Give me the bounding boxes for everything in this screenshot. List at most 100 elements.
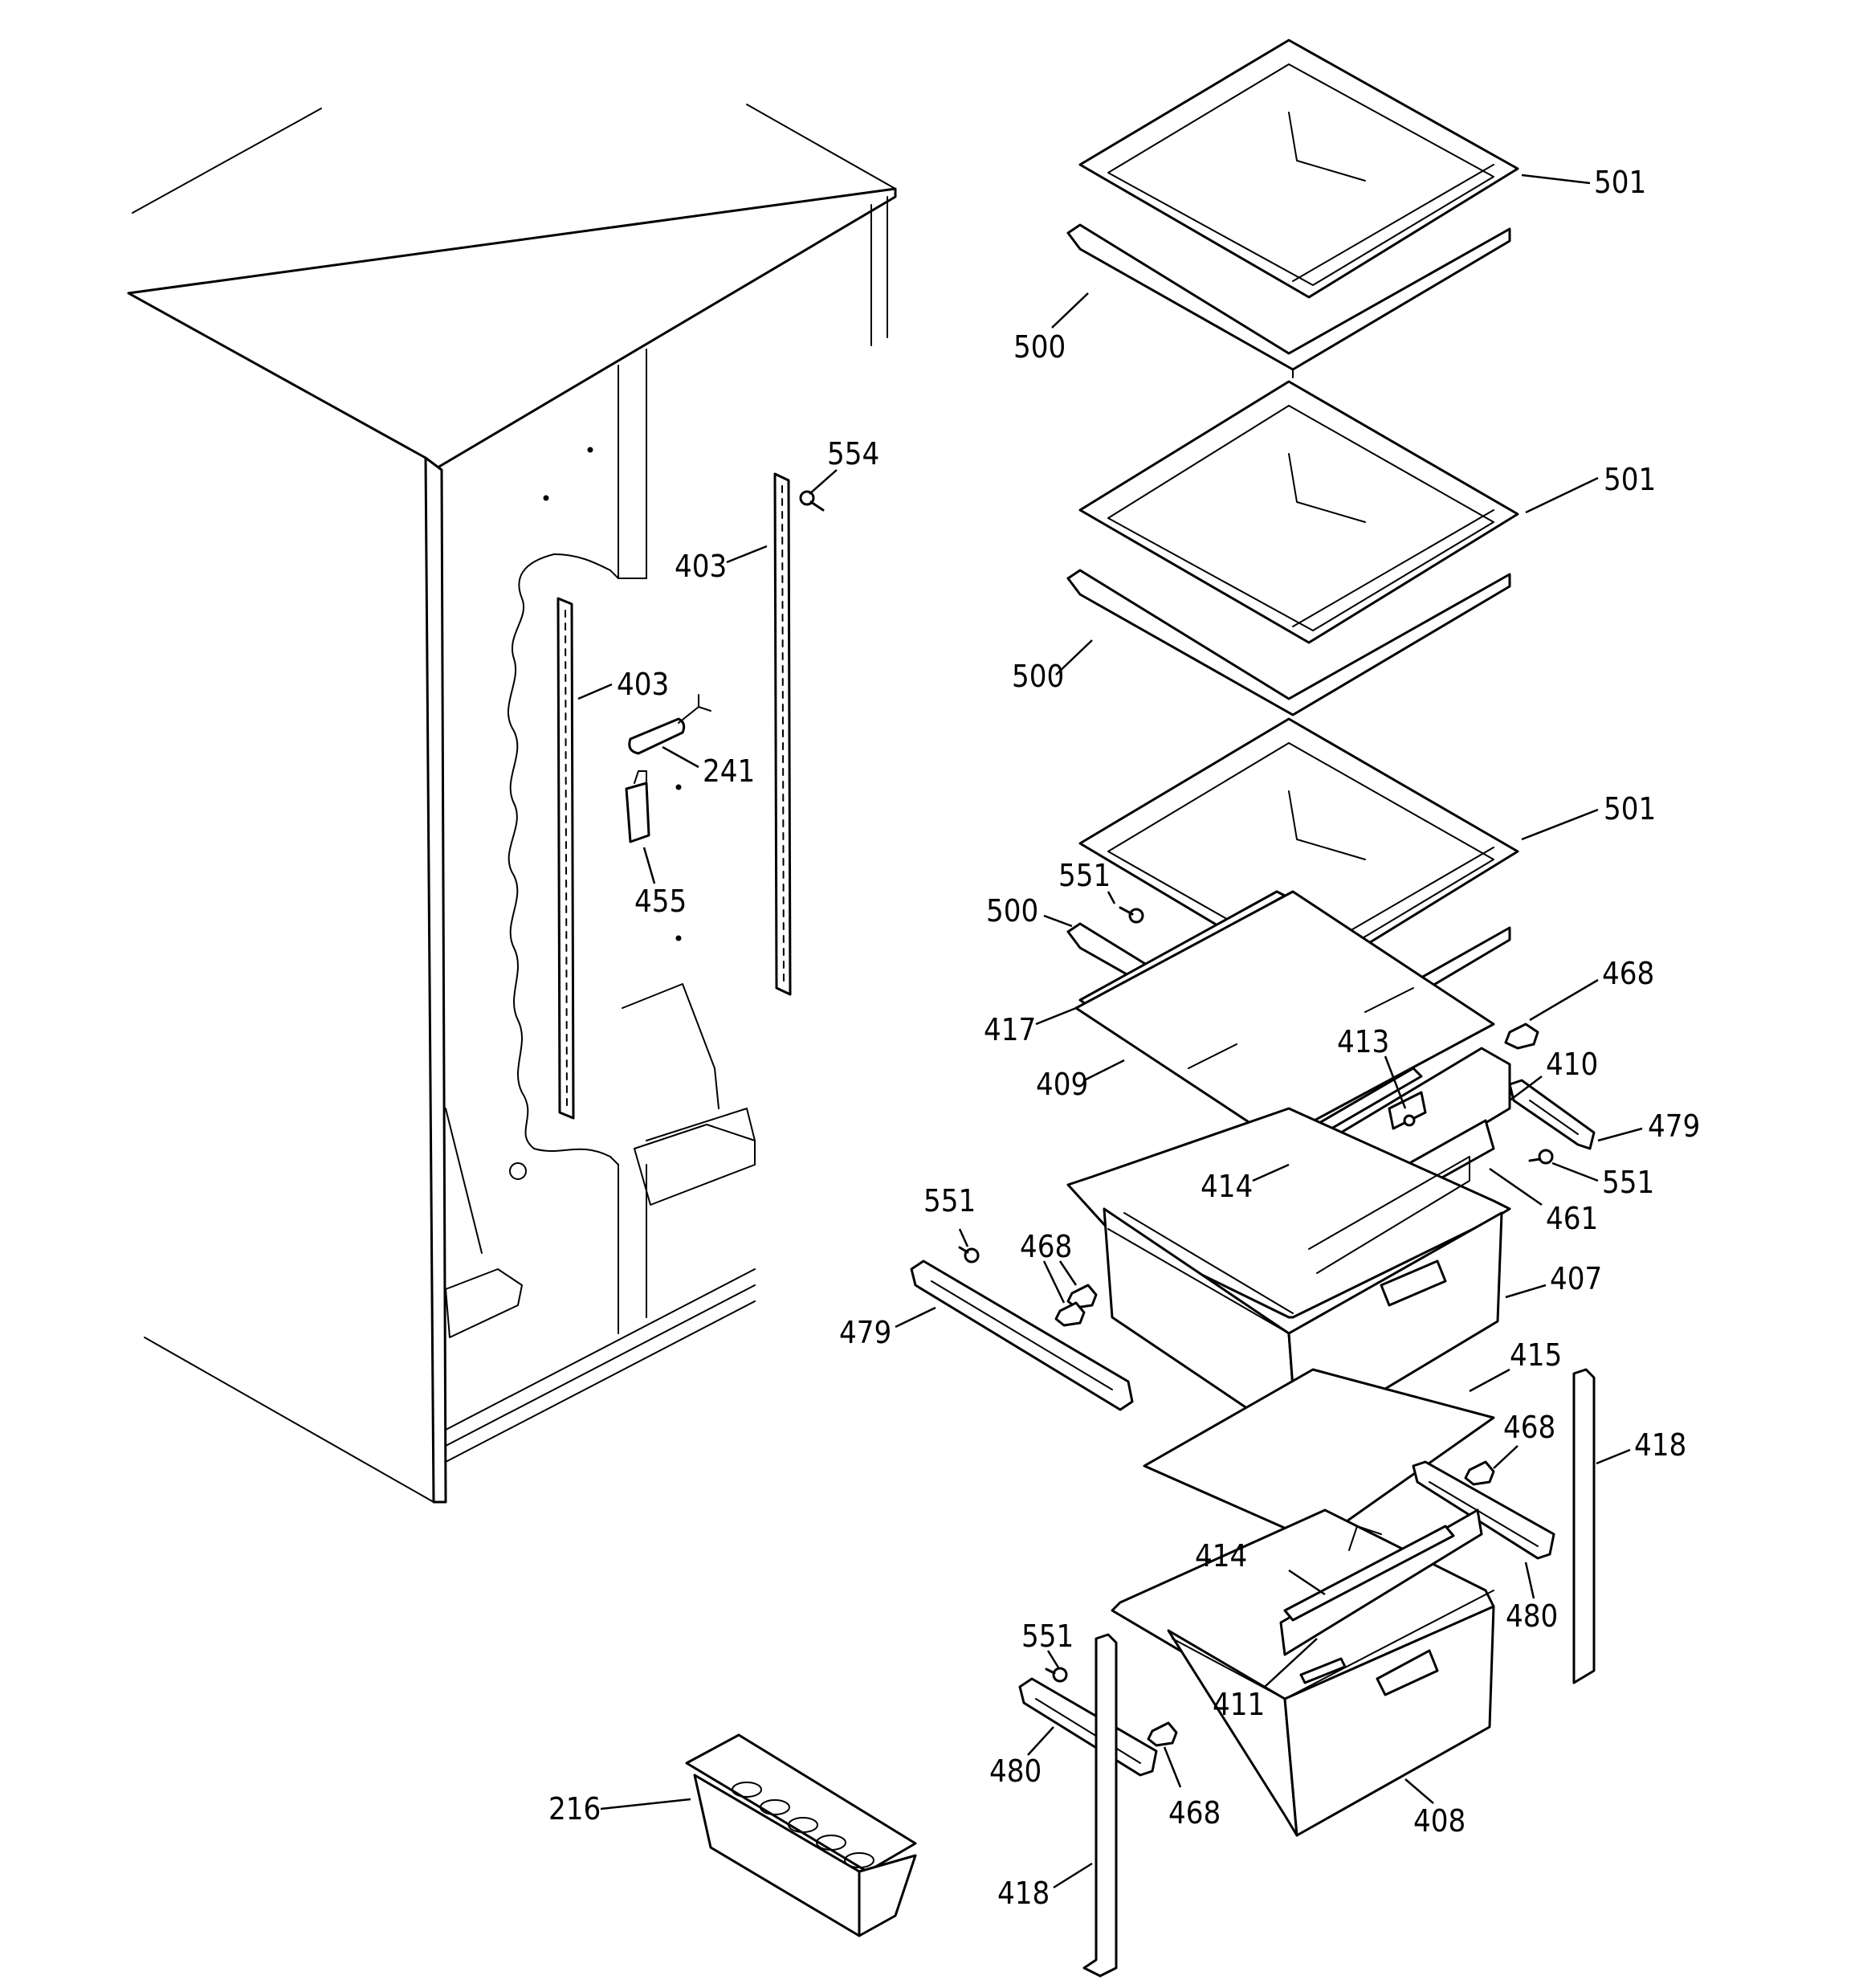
leader-414b — [1288, 1569, 1326, 1596]
shelf-rail-403-left — [556, 597, 575, 1120]
bar-414-lower — [1283, 1525, 1455, 1622]
leader-479a — [1597, 1127, 1643, 1142]
screw-551-left — [958, 1246, 980, 1263]
shelf-bracket-500-middle — [1066, 569, 1511, 716]
callout-415: 415 — [1510, 1337, 1562, 1373]
shelf-frame-501-top — [1078, 39, 1519, 299]
glass-panel-415 — [1143, 1368, 1495, 1544]
leader-415 — [1469, 1368, 1510, 1393]
leader-411 — [1264, 1638, 1318, 1688]
leader-414a — [1252, 1163, 1290, 1182]
callout-418a: 418 — [1634, 1427, 1686, 1463]
callout-409: 409 — [1036, 1067, 1088, 1102]
callout-411: 411 — [1213, 1687, 1265, 1722]
callout-413: 413 — [1337, 1024, 1389, 1059]
callout-417: 417 — [984, 1012, 1036, 1047]
screw-551-lower — [1045, 1667, 1068, 1683]
leader-410 — [1509, 1076, 1543, 1101]
shelf-rail-403-right — [773, 472, 792, 996]
callout-455: 455 — [634, 884, 687, 919]
callout-480a: 480 — [1506, 1598, 1558, 1634]
callout-551c: 551 — [923, 1183, 976, 1219]
leader-418b — [1053, 1862, 1093, 1889]
leader-500b — [1055, 639, 1093, 676]
leader-403a — [726, 545, 768, 564]
side-trim-418-right — [1572, 1368, 1596, 1684]
crisper-drawer-408 — [1111, 1508, 1495, 1837]
drawer-slide-479-left — [910, 1259, 1134, 1411]
drawer-slide-480-left — [1018, 1677, 1158, 1777]
leader-413 — [1384, 1055, 1407, 1109]
callout-403a: 403 — [675, 549, 727, 584]
callout-551b: 551 — [1602, 1165, 1654, 1200]
clip-468-left-b — [1054, 1301, 1086, 1327]
callout-500c: 500 — [986, 893, 1038, 929]
callout-551d: 551 — [1021, 1619, 1074, 1654]
clip-468-lower-left — [1147, 1721, 1178, 1747]
leader-403b — [577, 683, 613, 700]
leader-418a — [1596, 1448, 1631, 1465]
leader-500a — [1051, 292, 1089, 329]
leader-501a — [1521, 173, 1591, 185]
callout-479a: 479 — [1648, 1108, 1700, 1144]
callout-414a: 414 — [1201, 1169, 1253, 1204]
callout-216: 216 — [548, 1791, 601, 1827]
leader-468b-2 — [1042, 1260, 1066, 1304]
callout-551a: 551 — [1058, 858, 1111, 893]
sensor-241 — [628, 694, 711, 755]
callout-414b: 414 — [1195, 1538, 1247, 1574]
leader-501c — [1521, 808, 1599, 841]
leader-417 — [1035, 1006, 1077, 1026]
leader-479b — [895, 1306, 936, 1329]
clip-468-upper-right — [1504, 1023, 1539, 1050]
leader-468d — [1163, 1746, 1182, 1788]
leader-468b — [1058, 1260, 1078, 1286]
leader-554 — [809, 469, 838, 495]
callout-500a: 500 — [1013, 329, 1066, 365]
screw-551-shelf — [1119, 906, 1144, 924]
callout-410: 410 — [1546, 1047, 1598, 1082]
leader-455 — [642, 847, 656, 884]
leader-407 — [1505, 1284, 1547, 1299]
drawer-slide-480-right — [1412, 1460, 1555, 1560]
shelf-bracket-500-bottom — [1066, 922, 1511, 1070]
callout-479b: 479 — [839, 1315, 891, 1350]
callout-407: 407 — [1550, 1261, 1602, 1296]
callout-500b: 500 — [1012, 659, 1064, 694]
callout-501c: 501 — [1604, 791, 1656, 827]
glass-panel-409 — [1074, 890, 1495, 1142]
screw-554 — [799, 490, 825, 512]
callout-468b: 468 — [1020, 1229, 1072, 1264]
callout-241: 241 — [703, 753, 755, 789]
callout-418b: 418 — [997, 1876, 1050, 1911]
leader-461 — [1489, 1167, 1543, 1206]
callout-403b: 403 — [617, 667, 669, 702]
leader-468a — [1529, 978, 1599, 1022]
callout-501b: 501 — [1604, 462, 1656, 497]
refrigerator-cabinet — [127, 104, 897, 1504]
clip-468-lower-right — [1464, 1460, 1495, 1486]
shelf-bracket-500-top — [1066, 223, 1511, 378]
bracket-455 — [625, 770, 650, 843]
leader-551c — [958, 1228, 969, 1247]
side-trim-418-left — [1082, 1633, 1118, 1978]
leader-500c — [1043, 914, 1073, 928]
drawer-slide-479-right — [1508, 1079, 1596, 1150]
leader-551a — [1107, 891, 1116, 904]
leader-216 — [600, 1798, 691, 1810]
callout-468d: 468 — [1168, 1795, 1221, 1831]
callout-408: 408 — [1413, 1803, 1466, 1839]
callout-461: 461 — [1546, 1201, 1598, 1236]
callout-468c: 468 — [1503, 1410, 1555, 1445]
leader-551d — [1046, 1650, 1060, 1668]
leader-409 — [1083, 1059, 1125, 1082]
callout-554: 554 — [827, 436, 879, 471]
leader-480b — [1027, 1726, 1054, 1756]
callout-480b: 480 — [989, 1753, 1042, 1789]
callouts: 501 500 501 500 554 403 403 241 455 501 … — [548, 165, 1700, 1911]
callout-468a: 468 — [1602, 956, 1654, 991]
leader-551b — [1551, 1161, 1599, 1182]
leader-408 — [1404, 1778, 1434, 1804]
callout-501a: 501 — [1594, 165, 1646, 200]
